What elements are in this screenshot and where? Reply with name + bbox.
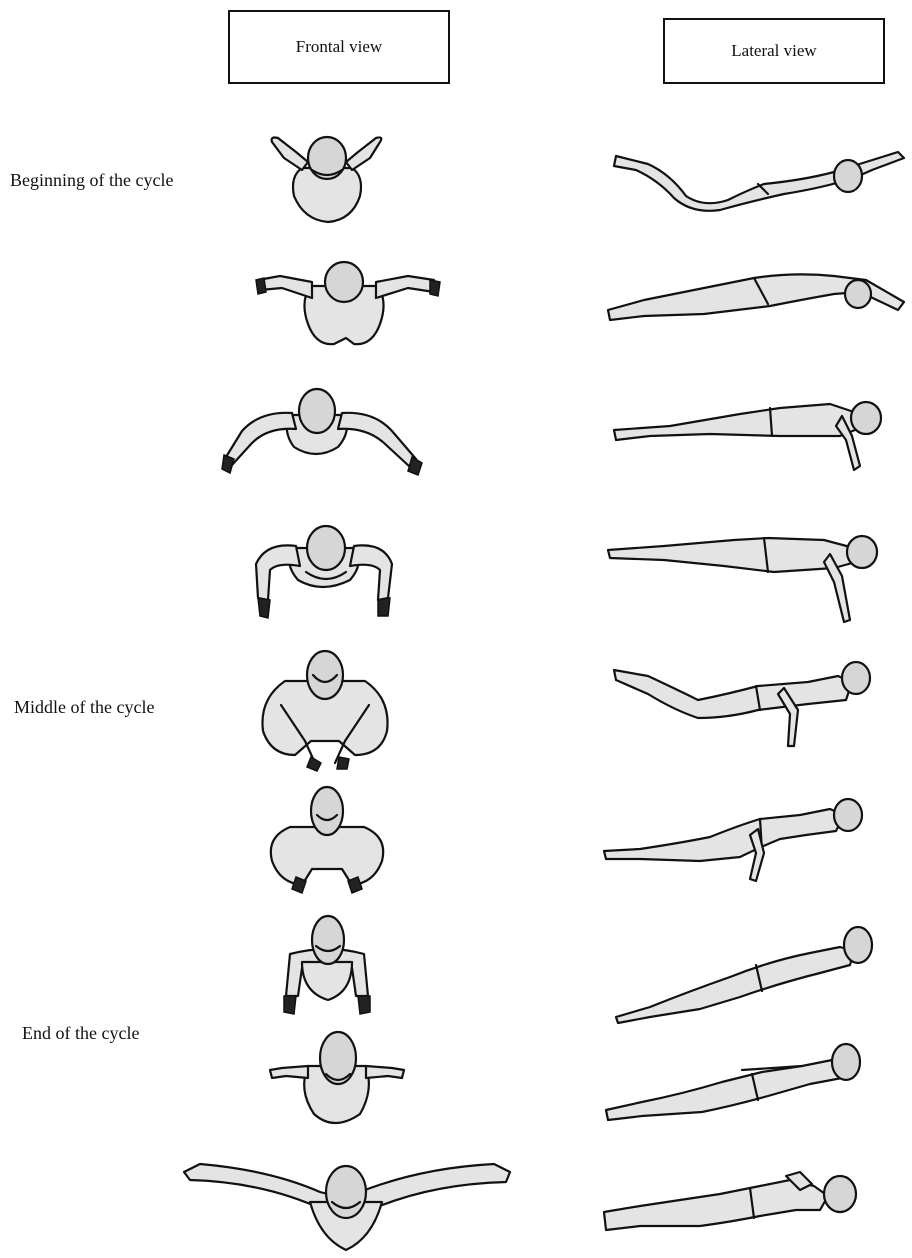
- phase-label-end: End of the cycle: [22, 1023, 139, 1044]
- lateral-swimmer-figure-7: [610, 917, 875, 1027]
- lateral-swimmer-figure-6: [600, 795, 870, 885]
- frontal-swimmer-figure-3: [220, 385, 430, 485]
- frontal-swimmer-figure-7: [272, 912, 382, 1022]
- lateral-swimmer-figure-9: [600, 1160, 865, 1238]
- frontal-swimmer-figure-8: [268, 1030, 408, 1138]
- frontal-swimmer-figure-9: [180, 1158, 514, 1256]
- frontal-swimmer-figure-4: [250, 524, 400, 624]
- frontal-view-header: Frontal view: [228, 10, 450, 84]
- lateral-view-label: Lateral view: [731, 41, 816, 61]
- frontal-swimmer-figure-5: [255, 645, 395, 775]
- lateral-swimmer-figure-4: [604, 532, 884, 627]
- frontal-swimmer-figure-1: [262, 128, 392, 228]
- lateral-swimmer-figure-3: [610, 400, 885, 475]
- frontal-view-label: Frontal view: [296, 37, 382, 57]
- frontal-swimmer-figure-2: [250, 258, 450, 350]
- lateral-swimmer-figure-5: [608, 660, 873, 750]
- lateral-swimmer-figure-2: [604, 264, 910, 324]
- lateral-swimmer-figure-8: [602, 1040, 867, 1125]
- lateral-view-header: Lateral view: [663, 18, 885, 84]
- phase-label-middle: Middle of the cycle: [14, 697, 154, 718]
- lateral-swimmer-figure-1: [608, 134, 908, 214]
- phase-label-beginning: Beginning of the cycle: [10, 170, 173, 191]
- frontal-swimmer-figure-6: [262, 785, 392, 897]
